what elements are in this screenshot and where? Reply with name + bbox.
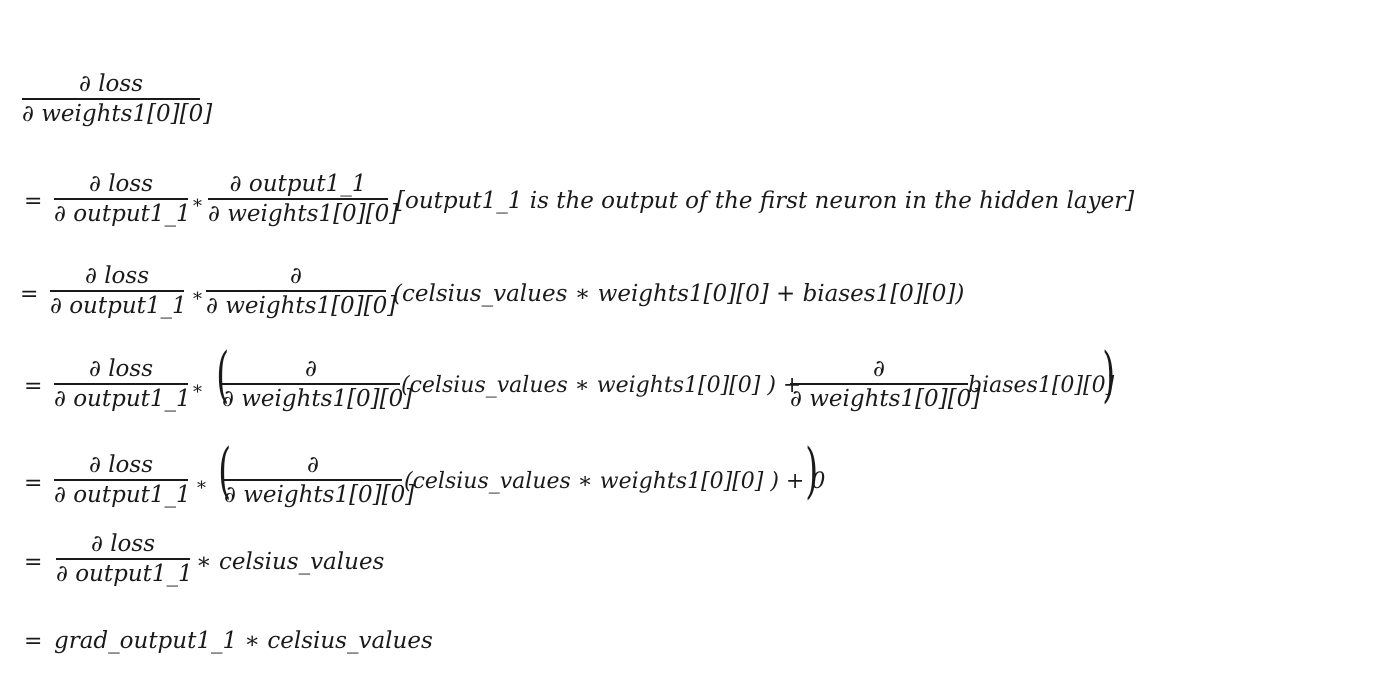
final-result: grad_output1_1 ∗ celsius_values (54, 628, 433, 654)
fraction-dloss-doutput: ∂ loss ∂ output1_1 (54, 355, 191, 413)
fraction-denominator: ∂ output1_1 (50, 292, 187, 319)
fraction-bar (208, 198, 388, 200)
fraction-denominator: ∂ weights1[0][0] (206, 292, 397, 319)
right-parenthesis: ) (1102, 340, 1116, 410)
fraction-dloss-doutput: ∂ loss ∂ output1_1 (54, 451, 191, 509)
fraction-d-dweights: ∂ ∂ weights1[0][0] (222, 355, 413, 413)
fraction-bar (54, 198, 188, 200)
multiply-sign: * (193, 289, 202, 310)
fraction-denominator: ∂ weights1[0][0] (790, 385, 981, 412)
gradient-fraction-lhs: ∂ loss ∂ weights1[0][0] (22, 70, 213, 128)
fraction-bar (22, 98, 200, 100)
linear-expression: (celsius_values ∗ weights1[0][0] + biase… (393, 281, 965, 307)
fraction-bar (224, 479, 402, 481)
equals-sign: = (24, 471, 43, 496)
explanatory-note: [output1_1 is the output of the first ne… (396, 188, 1135, 214)
fraction-bar (54, 383, 188, 385)
equals-sign: = (24, 629, 43, 654)
fraction-bar (56, 558, 190, 560)
product-expression: (celsius_values ∗ weights1[0][0] ) + (401, 373, 802, 398)
fraction-dloss-doutput: ∂ loss ∂ output1_1 (50, 262, 187, 320)
fraction-denominator: ∂ output1_1 (54, 385, 191, 412)
fraction-bar (222, 383, 400, 385)
fraction-bar (50, 290, 184, 292)
fraction-numerator: ∂ output1_1 (229, 171, 367, 197)
multiply-sign: * (193, 382, 202, 403)
equals-sign: = (24, 374, 43, 399)
fraction-denominator: ∂ weights1[0][0] (224, 481, 415, 508)
fraction-numerator: ∂ loss (88, 171, 153, 197)
fraction-numerator: ∂ (307, 452, 319, 478)
equals-sign: = (24, 189, 43, 214)
fraction-numerator: ∂ loss (88, 356, 153, 382)
fraction-denominator: ∂ weights1[0][0] (22, 100, 213, 127)
bias-term: biases1[0][0] (968, 373, 1115, 398)
celsius-values-term: ∗ celsius_values (196, 549, 385, 575)
fraction-denominator: ∂ weights1[0][0] (222, 385, 413, 412)
fraction-d-dweights: ∂ ∂ weights1[0][0] (206, 262, 397, 320)
fraction-denominator: ∂ output1_1 (54, 200, 191, 227)
multiply-sign: * (193, 196, 202, 217)
fraction-numerator: ∂ (305, 356, 317, 382)
fraction-numerator: ∂ (290, 263, 302, 289)
fraction-bar (54, 479, 188, 481)
product-expression-plus-zero: (celsius_values ∗ weights1[0][0] ) + 0 (404, 469, 826, 494)
fraction-d-dweights: ∂ ∂ weights1[0][0] (224, 451, 415, 509)
fraction-numerator: ∂ loss (84, 263, 149, 289)
fraction-dloss-doutput: ∂ loss ∂ output1_1 (56, 530, 193, 588)
fraction-d-dweights-bias: ∂ ∂ weights1[0][0] (790, 355, 981, 413)
equals-sign: = (24, 550, 43, 575)
fraction-denominator: ∂ output1_1 (54, 481, 191, 508)
fraction-denominator: ∂ output1_1 (56, 560, 193, 587)
fraction-dloss-doutput: ∂ loss ∂ output1_1 (54, 170, 191, 228)
fraction-denominator: ∂ weights1[0][0] (208, 200, 399, 227)
fraction-numerator: ∂ loss (78, 71, 143, 97)
left-parenthesis: ( (218, 436, 232, 506)
fraction-numerator: ∂ loss (88, 452, 153, 478)
equals-sign: = (20, 282, 39, 307)
left-parenthesis: ( (216, 340, 230, 410)
fraction-bar (206, 290, 386, 292)
fraction-numerator: ∂ (873, 356, 885, 382)
fraction-bar (790, 383, 968, 385)
right-parenthesis: ) (805, 436, 819, 506)
fraction-doutput-dweights: ∂ output1_1 ∂ weights1[0][0] (208, 170, 399, 228)
multiply-sign: * (197, 478, 206, 499)
fraction-numerator: ∂ loss (90, 531, 155, 557)
